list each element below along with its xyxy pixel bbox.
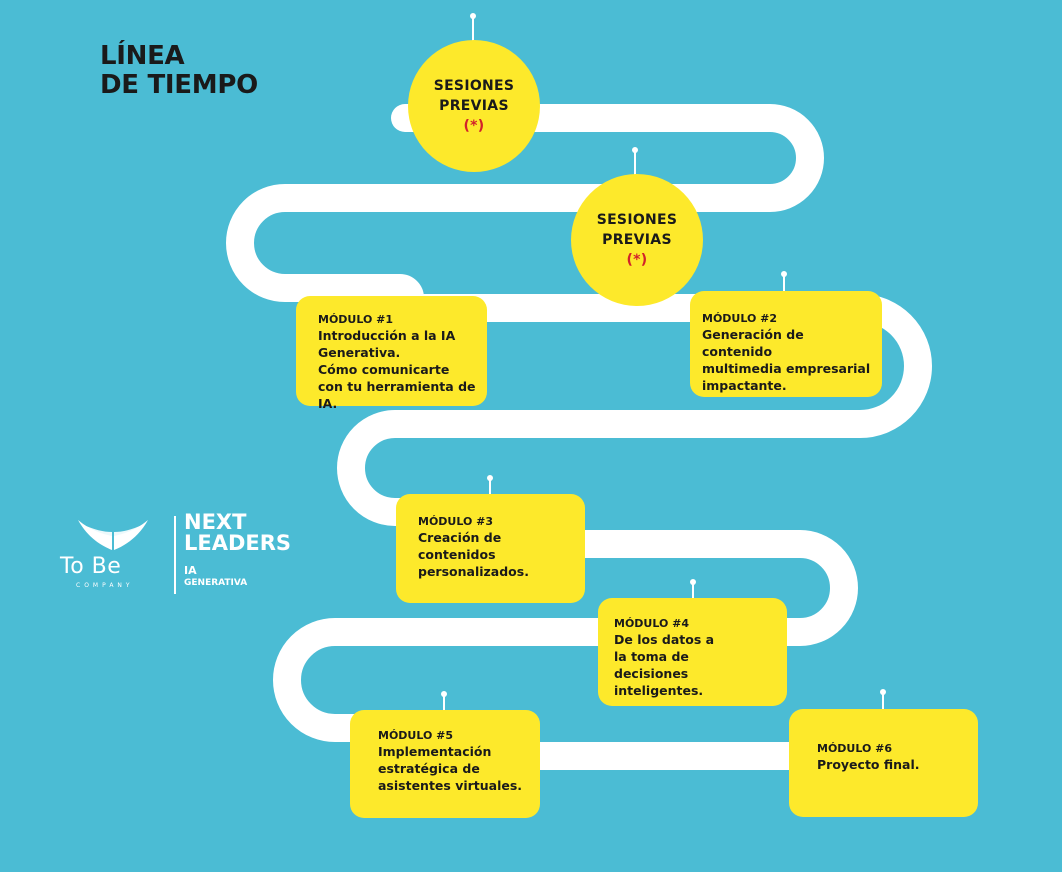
module-5-line-2: estratégica de (378, 761, 480, 776)
program-line-2: LEADERS (184, 531, 292, 555)
pin-session-1 (470, 13, 476, 46)
module-3-title: MÓDULO #3 (418, 515, 494, 528)
session-2-note: (*) (626, 252, 648, 268)
module-box-3: MÓDULO #3 Creación de contenidos persona… (396, 494, 585, 603)
module-1-line-1: Introducción a la IA (318, 328, 456, 343)
session-1-line1: SESIONES (433, 78, 515, 94)
module-5-title: MÓDULO #5 (378, 729, 454, 742)
module-2-line-1: Generación de contenido (702, 327, 804, 359)
module-1-line-4: con tu herramienta de IA. (318, 379, 476, 411)
module-box-4: MÓDULO #4 De los datos a la toma de deci… (598, 598, 787, 706)
module-5-line-1: Implementación (378, 744, 492, 759)
pin-module-3 (487, 475, 493, 496)
module-1-title: MÓDULO #1 (318, 313, 394, 326)
module-3-line-3: personalizados. (418, 564, 529, 579)
session-1-line2: PREVIAS (439, 98, 509, 114)
wings-logo-icon (78, 520, 148, 550)
title-line-2: DE TIEMPO (100, 70, 258, 100)
company-logo: To Be COMPANY NEXT LEADERS IA GENERATIVA (56, 510, 306, 600)
session-2-line2: PREVIAS (602, 232, 672, 248)
session-1-note: (*) (463, 118, 485, 134)
pin-module-2 (781, 271, 787, 292)
pin-module-6 (880, 689, 886, 710)
module-6-title: MÓDULO #6 (817, 742, 893, 755)
pin-session-2 (632, 147, 638, 180)
program-name: NEXT LEADERS (184, 512, 291, 554)
module-2-title: MÓDULO #2 (702, 312, 778, 325)
module-3-line-1: Creación de (418, 530, 502, 545)
program-generativa: GENERATIVA (184, 578, 248, 588)
module-box-5: MÓDULO #5 Implementación estratégica de … (350, 710, 540, 818)
module-4-line-1: De los datos a (614, 632, 715, 647)
session-circle-2: SESIONES PREVIAS (*) (571, 174, 703, 306)
title-line-1: LÍNEA (100, 41, 185, 71)
module-box-1: MÓDULO #1 Introducción a la IA Generativ… (296, 296, 487, 411)
pin-module-1 (389, 277, 395, 298)
module-5-line-3: asistentes virtuales. (378, 778, 523, 793)
module-box-2: MÓDULO #2 Generación de contenido multim… (690, 291, 882, 397)
page-title: LÍNEA DE TIEMPO (100, 42, 258, 100)
module-1-line-2: Generativa. (318, 345, 401, 360)
pin-module-5 (441, 691, 447, 712)
module-4-line-2: la toma de (614, 649, 689, 664)
logo-brand: To Be (60, 554, 122, 579)
module-4-line-3: decisiones inteligentes. (614, 666, 704, 698)
program-ia: IA (184, 564, 197, 577)
module-1-line-3: Cómo comunicarte (318, 362, 450, 377)
module-4-title: MÓDULO #4 (614, 617, 690, 630)
module-3-line-2: contenidos (418, 547, 496, 562)
module-2-line-2: multimedia empresarial (702, 361, 871, 376)
program-line-1: NEXT (184, 510, 247, 534)
session-circle-1: SESIONES PREVIAS (*) (408, 40, 540, 172)
module-2-line-3: impactante. (702, 378, 787, 393)
session-2-line1: SESIONES (596, 212, 678, 228)
logo-company: COMPANY (76, 582, 134, 589)
pin-module-4 (690, 579, 696, 600)
module-6-line-1: Proyecto final. (817, 757, 920, 772)
module-box-6: MÓDULO #6 Proyecto final. (789, 709, 978, 817)
logo-divider (174, 516, 176, 594)
